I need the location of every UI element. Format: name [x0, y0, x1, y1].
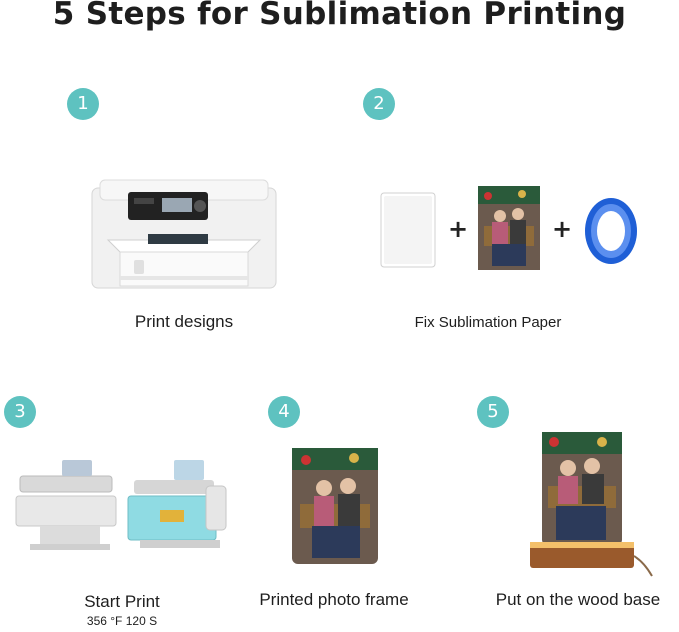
heat-press-image: [15, 460, 227, 550]
step-1-badge: 1: [67, 88, 99, 120]
printer-image: [91, 179, 277, 289]
page-title: 5 Steps for Sublimation Printing: [52, 0, 627, 32]
wood-base-frame-image: [530, 432, 653, 577]
photo-image: [478, 186, 540, 270]
step-1-label: Print designs: [134, 312, 234, 331]
step-4-badge: 4: [268, 396, 300, 428]
plus-sign: +: [552, 215, 573, 243]
sublimation-paper-image: [380, 192, 436, 268]
step-3-temperature-time: 356 °F 120 S: [86, 614, 158, 628]
plus-sign: +: [448, 215, 469, 243]
photo-frame-image: [292, 448, 378, 564]
step-2-badge: 2: [363, 88, 395, 120]
step-2-label: Fix Sublimation Paper: [414, 314, 562, 331]
step-3-badge: 3: [4, 396, 36, 428]
step-4-label: Printed photo frame: [259, 590, 409, 609]
step-5-label: Put on the wood base: [495, 590, 661, 609]
heat-tape-icon: [585, 198, 637, 264]
step-3-label: Start Print: [84, 592, 160, 611]
step-5-badge: 5: [477, 396, 509, 428]
